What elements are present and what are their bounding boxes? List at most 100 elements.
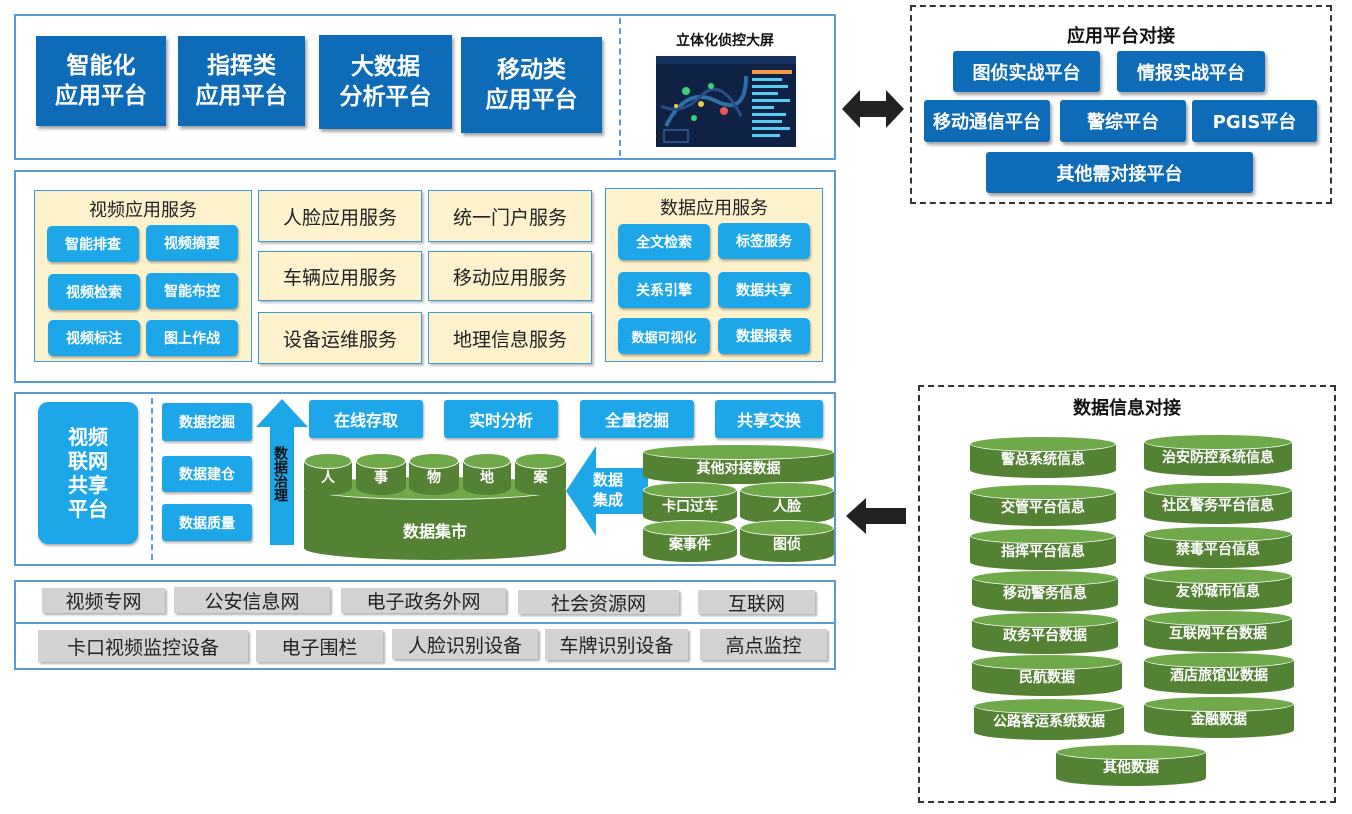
source-face[interactable]: 人脸 <box>740 482 834 524</box>
dock-image-detect-platform[interactable]: 图侦实战平台 <box>953 51 1100 92</box>
dock-police-general-info[interactable]: 警总系统信息 <box>970 436 1116 478</box>
dock-internet-platform-data[interactable]: 互联网平台数据 <box>1144 610 1292 652</box>
dock-community-police-info-label: 社区警务平台信息 <box>1162 498 1274 514</box>
dock-command-platform-info-label: 指挥平台信息 <box>1001 544 1085 560</box>
platform-intelligent[interactable]: 智能化 应用平台 <box>36 36 166 126</box>
device-checkpoint-camera[interactable]: 卡口视频监控设备 <box>38 630 248 662</box>
data-mining[interactable]: 数据挖掘 <box>162 403 252 441</box>
dock-mobile-police-info[interactable]: 移动警务信息 <box>972 570 1118 612</box>
network-egov[interactable]: 电子政务外网 <box>341 588 506 613</box>
service-tag[interactable]: 标签服务 <box>718 223 810 259</box>
dock-gov-platform-data-label: 政务平台数据 <box>1003 628 1087 644</box>
dock-community-police-info[interactable]: 社区警务平台信息 <box>1144 482 1292 524</box>
dock-gov-platform-data[interactable]: 政务平台数据 <box>972 612 1118 654</box>
dock-internet-platform-data-label: 互联网平台数据 <box>1169 626 1267 642</box>
device-face-recognition[interactable]: 人脸识别设备 <box>392 629 538 659</box>
service-fulltext[interactable]: 全文检索 <box>618 224 710 260</box>
dock-aviation-data-label: 民航数据 <box>1019 670 1075 686</box>
dock-traffic-platform-info[interactable]: 交管平台信息 <box>970 484 1116 526</box>
network-social-resource[interactable]: 社会资源网 <box>518 590 679 615</box>
dock-aviation-data[interactable]: 民航数据 <box>972 654 1122 696</box>
service-vehicle[interactable]: 车辆应用服务 <box>258 251 422 301</box>
video-services-title: 视频应用服务 <box>89 200 197 221</box>
platform-mobile[interactable]: 移动类 应用平台 <box>461 37 602 133</box>
mart-tab-person[interactable]: 人 <box>304 453 352 495</box>
dock-finance-data-label: 金融数据 <box>1191 712 1247 728</box>
app-platform-dock <box>910 5 1332 204</box>
integration-label: 数据 集成 <box>592 471 623 509</box>
func-online-access[interactable]: 在线存取 <box>309 400 423 438</box>
source-case[interactable]: 案事件 <box>643 520 737 562</box>
service-face[interactable]: 人脸应用服务 <box>258 190 422 242</box>
dock-intel-platform[interactable]: 情报实战平台 <box>1117 51 1265 92</box>
service-smart-deploy[interactable]: 智能布控 <box>146 273 238 309</box>
service-visualization[interactable]: 数据可视化 <box>618 318 710 354</box>
data-warehouse[interactable]: 数据建仓 <box>162 456 252 492</box>
source-case-label: 案事件 <box>669 537 711 553</box>
network-video[interactable]: 视频专网 <box>42 588 165 613</box>
dock-other-data[interactable]: 其他数据 <box>1056 744 1206 786</box>
dock-hotel-data-label: 酒店旅馆业数据 <box>1170 668 1268 684</box>
mart-tab-place-label: 地 <box>480 470 494 486</box>
network-police-info[interactable]: 公安信息网 <box>174 587 330 613</box>
func-realtime-analysis[interactable]: 实时分析 <box>444 400 558 438</box>
service-report[interactable]: 数据报表 <box>718 318 810 354</box>
mart-tab-case-label: 案 <box>533 470 548 486</box>
dock-highway-transport-data-label: 公路客运系统数据 <box>993 714 1105 730</box>
source-face-label: 人脸 <box>773 499 801 515</box>
dock-hotel-data[interactable]: 酒店旅馆业数据 <box>1144 652 1294 694</box>
func-full-mining[interactable]: 全量挖掘 <box>580 400 694 438</box>
dock-drug-control-info-label: 禁毒平台信息 <box>1176 542 1260 558</box>
infrastructure-divider <box>16 622 834 624</box>
device-high-point[interactable]: 高点监控 <box>700 629 827 660</box>
device-plate-recognition[interactable]: 车牌识别设备 <box>545 629 688 660</box>
dock-highway-transport-data[interactable]: 公路客运系统数据 <box>974 698 1124 740</box>
dock-mobile-police-info-label: 移动警务信息 <box>1003 586 1087 602</box>
dock-other-data-label: 其他数据 <box>1103 760 1159 776</box>
mart-tab-place[interactable]: 地 <box>463 453 511 495</box>
data-quality[interactable]: 数据质量 <box>162 504 252 541</box>
source-other-label: 其他对接数据 <box>696 461 781 477</box>
left-arrow-icon <box>846 498 906 534</box>
dock-police-platform[interactable]: 警综平台 <box>1060 100 1186 142</box>
data-services-title: 数据应用服务 <box>660 198 768 219</box>
dock-command-platform-info[interactable]: 指挥平台信息 <box>970 528 1116 570</box>
service-video-retrieval[interactable]: 视频检索 <box>48 274 140 310</box>
service-map-operations[interactable]: 图上作战 <box>146 320 238 356</box>
service-device-ops[interactable]: 设备运维服务 <box>258 312 422 364</box>
service-video-summary[interactable]: 视频摘要 <box>146 225 238 261</box>
dock-finance-data[interactable]: 金融数据 <box>1144 696 1294 738</box>
mart-tab-case[interactable]: 案 <box>515 453 566 495</box>
dock-neighbor-city-info[interactable]: 友邻城市信息 <box>1144 568 1292 610</box>
dock-pgis-platform[interactable]: PGIS平台 <box>1192 100 1317 142</box>
mart-tab-object-label: 物 <box>427 470 441 486</box>
platform-bigdata[interactable]: 大数据 分析平台 <box>319 35 452 129</box>
service-video-annotation[interactable]: 视频标注 <box>48 320 140 356</box>
governance-arrow <box>256 399 308 545</box>
network-internet[interactable]: 互联网 <box>698 590 815 615</box>
data-dock-title: 数据信息对接 <box>1073 398 1181 419</box>
platform-command[interactable]: 指挥类 应用平台 <box>178 36 305 126</box>
data-info-dock <box>918 385 1336 803</box>
service-data-sharing[interactable]: 数据共享 <box>718 272 810 308</box>
service-portal[interactable]: 统一门户服务 <box>428 190 592 242</box>
mart-tab-person-label: 人 <box>321 470 335 486</box>
source-image-detect[interactable]: 图侦 <box>740 520 834 562</box>
func-share-exchange[interactable]: 共享交换 <box>715 400 823 438</box>
service-relation-engine[interactable]: 关系引擎 <box>618 272 710 308</box>
service-geo[interactable]: 地理信息服务 <box>428 312 592 364</box>
device-fence[interactable]: 电子围栏 <box>256 630 383 662</box>
source-other[interactable]: 其他对接数据 <box>643 444 834 484</box>
dock-drug-control-info[interactable]: 禁毒平台信息 <box>1144 526 1292 568</box>
mart-tab-event[interactable]: 事 <box>356 453 406 495</box>
source-checkpoint[interactable]: 卡口过车 <box>643 482 737 524</box>
dock-mobile-comm-platform[interactable]: 移动通信平台 <box>924 100 1050 142</box>
dock-other-platform[interactable]: 其他需对接平台 <box>986 152 1253 193</box>
dock-public-security-info-label: 治安防控系统信息 <box>1162 450 1274 466</box>
video-network-platform[interactable]: 视频 联网 共享 平台 <box>38 402 138 544</box>
service-smart-search[interactable]: 智能排查 <box>47 226 139 262</box>
source-image-detect-label: 图侦 <box>773 537 801 553</box>
dock-public-security-info[interactable]: 治安防控系统信息 <box>1144 434 1292 476</box>
mart-tab-object[interactable]: 物 <box>409 453 459 495</box>
service-mobile[interactable]: 移动应用服务 <box>428 251 592 301</box>
